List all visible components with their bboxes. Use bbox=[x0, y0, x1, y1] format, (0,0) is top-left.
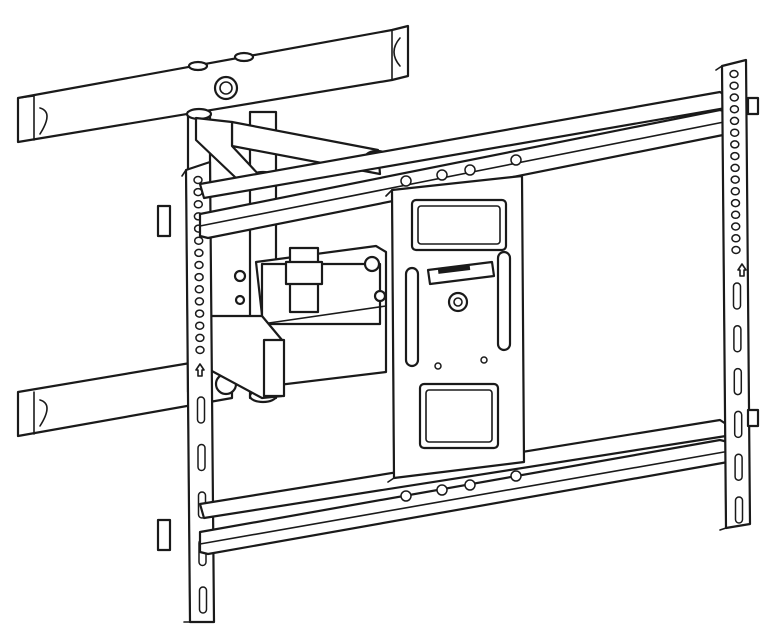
mounting-hole bbox=[731, 234, 741, 243]
mounting-hole bbox=[193, 236, 204, 245]
mounting-hole bbox=[193, 175, 203, 185]
mounting-hole bbox=[730, 187, 741, 196]
mounting-hole bbox=[194, 285, 205, 294]
mounting-slot bbox=[734, 453, 743, 481]
mounting-slot bbox=[197, 443, 206, 472]
mounting-slot bbox=[198, 586, 208, 614]
mounting-hole bbox=[730, 222, 741, 231]
mounting-slot bbox=[196, 396, 206, 424]
top-cross-rail bbox=[198, 90, 730, 240]
mounting-hole bbox=[729, 116, 740, 126]
mounting-hole bbox=[729, 128, 740, 137]
mounting-hole bbox=[729, 93, 740, 102]
mounting-slot bbox=[733, 325, 742, 353]
mounting-hole bbox=[731, 245, 741, 255]
mounting-hole bbox=[729, 69, 739, 79]
mounting-hole bbox=[730, 210, 741, 220]
mounting-hole bbox=[729, 104, 740, 114]
mounting-hole bbox=[194, 272, 204, 282]
mounting-hole bbox=[194, 248, 204, 258]
mounting-slot bbox=[734, 496, 744, 524]
mounting-hole bbox=[194, 260, 204, 270]
mounting-hole bbox=[730, 175, 740, 184]
mounting-slot bbox=[733, 410, 743, 439]
mounting-slot bbox=[732, 282, 742, 310]
mounting-hole bbox=[730, 151, 740, 161]
mounting-hole bbox=[193, 200, 204, 209]
right-bracket-holes bbox=[729, 69, 744, 524]
mounting-hole bbox=[730, 140, 740, 149]
wall-plate-top-arm bbox=[16, 24, 410, 144]
mounting-hole bbox=[730, 198, 741, 208]
mounting-slot bbox=[733, 367, 743, 396]
mounting-hole bbox=[729, 81, 739, 90]
mounting-hole bbox=[195, 345, 205, 355]
mounting-hole bbox=[194, 309, 205, 318]
mounting-hole bbox=[730, 163, 740, 173]
right-vertical-bracket bbox=[715, 58, 760, 531]
center-mounting-plate bbox=[385, 174, 526, 483]
left-vertical-bracket bbox=[156, 160, 216, 624]
mounting-hole bbox=[194, 297, 205, 306]
mounting-hole bbox=[195, 333, 205, 343]
articulating-arm bbox=[185, 107, 390, 404]
mounting-hole bbox=[194, 321, 205, 330]
